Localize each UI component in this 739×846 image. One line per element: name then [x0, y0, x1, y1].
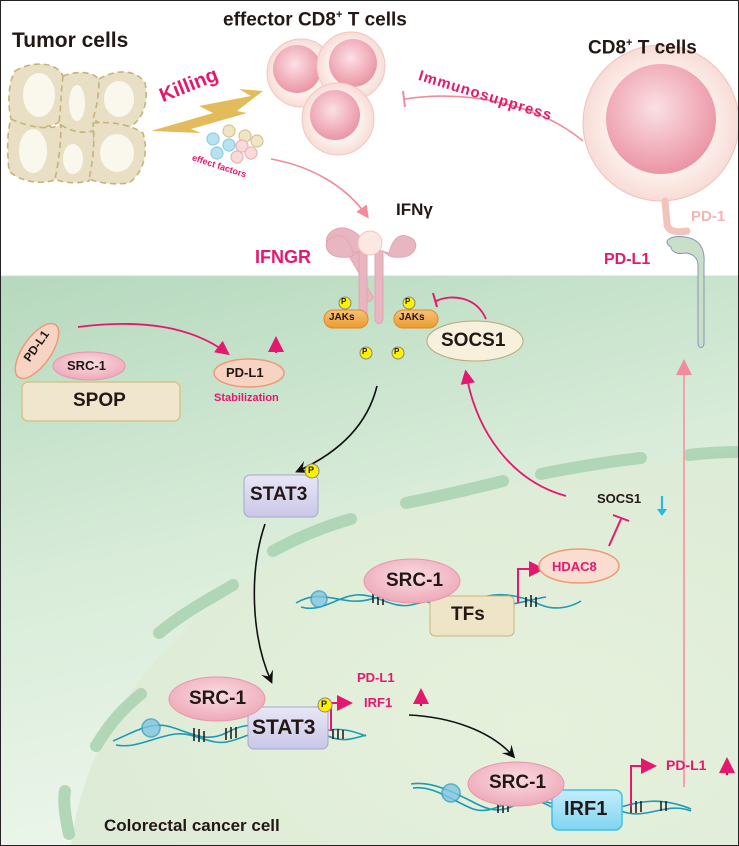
inhibit-bar: [432, 292, 438, 308]
irf1-arrow: [408, 714, 516, 759]
phospho-label: P: [308, 465, 315, 475]
effector-cd8-sup: +: [335, 9, 343, 21]
inhibit-bar: [402, 90, 406, 108]
phospho-label: P: [394, 347, 400, 356]
src1-cytoplasm: [52, 351, 126, 381]
stabilization-label: Stabilization: [214, 392, 279, 404]
src1-irf1-label: SRC-1: [489, 772, 547, 793]
phospho-label: P: [362, 347, 368, 356]
socs1-inhibit-arc: [435, 296, 487, 320]
nuclear-envelope: [58, 446, 738, 840]
stat3-nucleus: [247, 706, 329, 750]
jaks-left: [323, 309, 369, 329]
socs1-feedback-arrow: [460, 369, 567, 497]
socs1-label: SOCS1: [441, 330, 506, 351]
pdl1-stabilized: [213, 358, 285, 388]
spop-protein: [21, 381, 181, 422]
down-arrow-head: [657, 509, 667, 516]
irf1-nucleus-label: IRF1: [564, 798, 608, 820]
tumor-cells-label: Tumor cells: [12, 29, 129, 52]
socs1-down-label: SOCS1: [597, 491, 642, 506]
phospho-markers: [304, 296, 416, 713]
src1-stat3: [168, 676, 266, 722]
jaks-left-label: JAKs: [329, 312, 355, 323]
ifng-label: IFNγ: [396, 200, 433, 219]
src1-irf1: [467, 761, 565, 807]
pdl1-membrane-protein: [666, 236, 705, 348]
src1-stat3-label: SRC-1: [189, 688, 247, 709]
cd8-suffix: T cells: [632, 37, 697, 59]
target-pdl1-2-label: PD-L1: [666, 757, 707, 773]
jaks-right-label: JAKs: [399, 312, 425, 323]
inhibit-bar: [612, 514, 630, 522]
hdac8-protein: [538, 548, 620, 584]
transcription-arrow-hdac8: [517, 561, 545, 603]
effector-cd8-suffix: T cells: [342, 9, 407, 31]
phospho-label: P: [405, 297, 411, 306]
transcription-arrow-irf1: [630, 758, 657, 807]
stat3-cytoplasm-label: STAT3: [250, 484, 308, 505]
pdl1-membrane-label: PD-L1: [604, 251, 651, 268]
stat3-nucleus-label: STAT3: [252, 716, 316, 739]
spop-label: SPOP: [73, 390, 126, 411]
ifng-release-arrow: [270, 158, 369, 219]
src1-tfs: [363, 558, 461, 604]
phospho-label: P: [341, 297, 347, 306]
ifngr-label: IFNGR: [255, 247, 311, 267]
target-irf1-label: IRF1: [364, 695, 393, 710]
target-pdl1-label: PD-L1: [357, 670, 395, 685]
effector-cd8-text: effector CD8: [223, 9, 336, 31]
cd8-sup: +: [626, 37, 633, 49]
pd1-label: PD-1: [691, 208, 726, 225]
cd8-text: CD8: [588, 37, 627, 59]
pdl1-stabilized-label: PD-L1: [226, 365, 264, 380]
pd1-receptor: [661, 197, 691, 236]
src1-cytoplasm-label: SRC-1: [67, 358, 107, 373]
tumor-cell-nuclei: [19, 73, 134, 174]
pdl1-complex: [14, 322, 60, 380]
src1-tfs-label: SRC-1: [386, 570, 444, 591]
jaks-right: [393, 309, 439, 329]
irf1-protein: [551, 789, 623, 831]
ifngr-receptor: [325, 227, 417, 324]
cd8-t-cell: [582, 44, 738, 202]
lightning-bolt-icon: [151, 89, 263, 133]
phospho-label: P: [321, 699, 328, 709]
immunosuppress-arc: [404, 95, 584, 142]
effector-t-cell: [301, 82, 375, 156]
cd8-t-cells-label: CD8+ T cells: [588, 37, 697, 59]
stat3-nuclear-arrow: [253, 523, 273, 684]
hdac8-label: HDAC8: [552, 559, 597, 574]
stat3-cytoplasm: [243, 474, 319, 518]
cell-type-label: Colorectal cancer cell: [104, 816, 280, 835]
tfs-protein: [429, 595, 515, 637]
tfs-label: TFs: [451, 604, 485, 625]
hdac8-inhibit-line: [608, 518, 622, 547]
effect-factors-dots: [206, 124, 264, 164]
stabilization-arrow: [77, 323, 230, 356]
socs1-protein: [426, 320, 524, 362]
effector-cd8-label: effector CD8+ T cells: [223, 9, 407, 31]
